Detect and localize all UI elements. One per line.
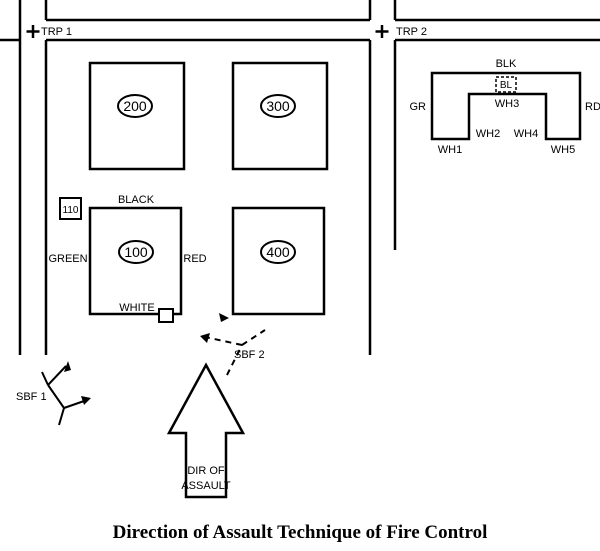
assault-label-line2: ASSAULT: [181, 480, 231, 492]
legend-building-outline: [430, 71, 582, 141]
figure-caption: Direction of Assault Technique of Fire C…: [112, 522, 488, 543]
building-200: [88, 61, 186, 171]
building-100-number: 100: [124, 244, 148, 260]
building-300: [231, 61, 329, 171]
legend-label-bl: BL: [500, 80, 513, 91]
sbf1-line-bottom: [58, 407, 65, 426]
legend-label-wh3: WH3: [495, 98, 519, 110]
building-110-number: 110: [63, 205, 79, 216]
sbf2-arrow-left: [204, 336, 243, 346]
side-label-black: BLACK: [118, 194, 155, 206]
building-200-number-oval: [117, 94, 153, 118]
trp2-label: TRP 2: [396, 26, 427, 38]
sbf2-arrow-stem: [226, 344, 243, 376]
legend-label-wh4: WH4: [514, 128, 538, 140]
building-100: [88, 206, 183, 316]
sbf2-arrowhead-left-icon: [200, 333, 210, 343]
building-300-number: 300: [266, 98, 290, 114]
sbf1-line-stem: [47, 384, 65, 409]
sbf2-arrowhead-up-icon: [219, 313, 229, 322]
side-label-green: GREEN: [48, 253, 87, 265]
building-100-number-oval: [118, 240, 154, 264]
sbf1-arrowhead-lower-icon: [81, 396, 91, 405]
direction-of-assault-arrow-icon: [166, 362, 246, 499]
building-200-number: 200: [123, 98, 147, 114]
legend-label-rd: RD: [585, 101, 600, 113]
sbf1-line-top: [41, 371, 49, 386]
sbf1-arrow-upper: [47, 365, 67, 386]
building-400-number: 400: [266, 244, 290, 260]
side-label-white: WHITE: [119, 302, 154, 314]
sbf1-arrowhead-upper-icon: [64, 361, 71, 372]
sbf2-label: SBF 2: [234, 349, 265, 361]
trp1-label: TRP 1: [41, 26, 72, 38]
legend-label-gr: GR: [410, 101, 427, 113]
building-400-number-oval: [260, 240, 296, 264]
sbf2-arrow-right: [241, 329, 266, 346]
sbf1-label: SBF 1: [16, 391, 47, 403]
legend-bl-dashed-box: [495, 76, 517, 93]
legend-label-wh1: WH1: [438, 144, 462, 156]
legend-label-wh2: WH2: [476, 128, 500, 140]
building-400: [231, 206, 326, 316]
side-label-red: RED: [183, 253, 206, 265]
legend-label-wh5: WH5: [551, 144, 575, 156]
building-300-number-oval: [260, 94, 296, 118]
white-side-marker-square: [158, 308, 174, 323]
legend-label-blk: BLK: [496, 58, 517, 70]
assault-label-line1: DIR OF: [187, 465, 225, 477]
building-110: [59, 197, 82, 220]
